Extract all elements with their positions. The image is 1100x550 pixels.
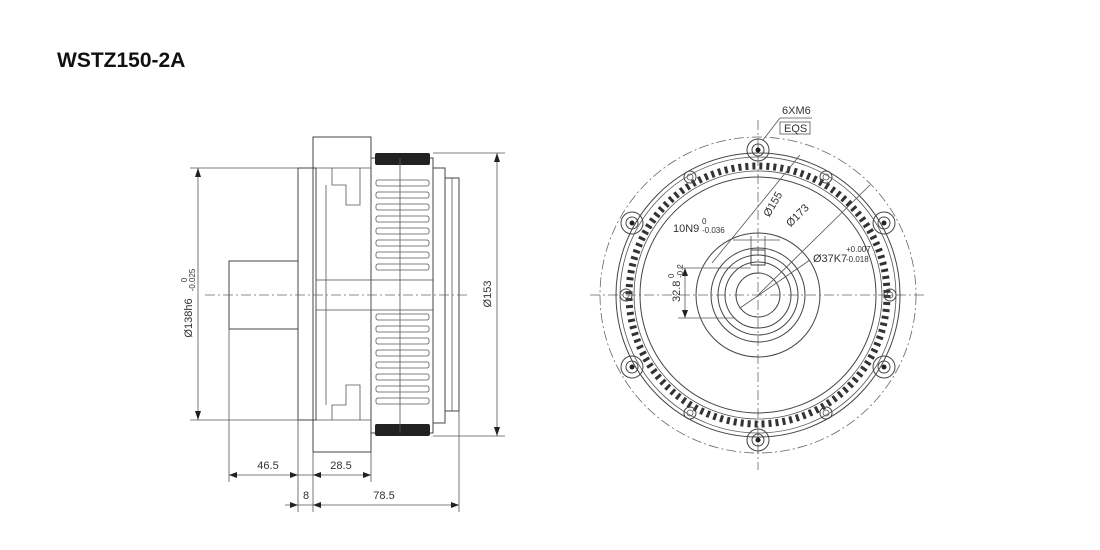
dim-8: 8 [303,490,309,502]
key-width-tol-upper: 0 [702,217,707,226]
front-view: 6XM6 EQS Ø155 Ø173 10N9 0 -0.036 Ø37K7 +… [590,105,925,470]
hub-face [710,247,806,343]
dim-78-5: 78.5 [373,490,394,502]
gear-teeth-top [375,153,430,165]
bore-tol-upper: +0.007 [846,245,871,254]
key-width: 10N9 [673,223,699,235]
side-view: Ø138h6 0 -0.025 Ø153 46.5 28.5 8 78.5 [180,136,505,512]
key-width-tol-lower: -0.036 [702,226,725,235]
bore [735,272,781,318]
key-depth-tol-lower: -0.2 [676,264,685,278]
gear-teeth-bottom [375,424,430,436]
dim-diameter-153: Ø153 [482,281,494,308]
dim-diameter-138-tol-upper: 0 [180,277,189,282]
rear-plate [432,167,446,424]
dim-46-5: 46.5 [257,460,278,472]
small-holes [619,170,897,420]
hub-outer [695,232,821,358]
gear-fins-lower [375,313,430,405]
mounting-lugs [620,138,896,452]
dim-diameter-138-tol-lower: -0.025 [188,268,197,291]
key-depth: 32.8 [671,281,683,302]
dim-diameter-138: Ø138h6 [183,298,195,337]
inner-face [639,176,877,414]
eqs-label: EQS [784,123,807,135]
dim-28-5: 28.5 [330,460,351,472]
bore-dia: Ø37K7 [813,253,847,265]
drawing-title: WSTZ150-2A [57,49,186,72]
gear-fins-upper [375,179,430,271]
dia-173: Ø173 [784,202,812,230]
keyway [750,249,766,266]
dia-155: Ø155 [761,190,785,219]
thread-label: 6XM6 [782,105,811,117]
key-depth-tol-upper: 0 [667,273,676,278]
bore-tol-lower: -0.018 [846,255,869,264]
outer-housing [615,152,901,438]
